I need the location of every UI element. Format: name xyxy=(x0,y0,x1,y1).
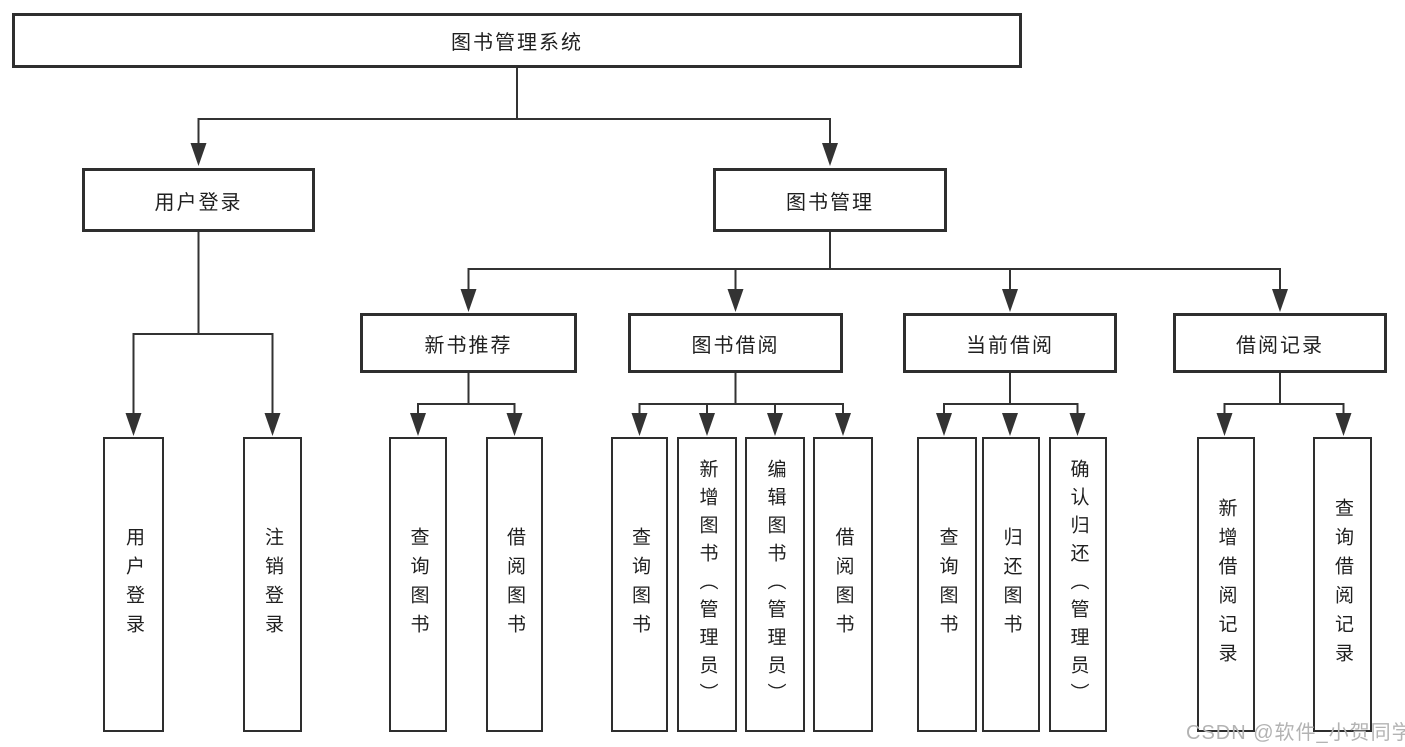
leaf-label: 用户登录 xyxy=(123,526,144,643)
leaf-label: 查询借阅记录 xyxy=(1332,497,1353,672)
leaf-label: 新增借阅记录 xyxy=(1215,497,1237,672)
node-label: 图书管理系统 xyxy=(451,32,583,54)
leaf-label: 借阅图书 xyxy=(504,526,525,643)
watermark: CSDN @软件_小贺同学 xyxy=(1186,722,1405,744)
node-label: 借阅记录 xyxy=(1236,334,1324,357)
leaf-label: 查询图书 xyxy=(407,526,429,643)
leaf-return-books: 归还图书 xyxy=(982,437,1040,732)
node-label: 新书推荐 xyxy=(424,334,513,357)
node-book-management: 图书管理 xyxy=(713,168,947,232)
arrowheads xyxy=(125,143,1352,436)
leaf-label: 确认归还（管理员） xyxy=(1067,458,1089,711)
leaf-label: 归还图书 xyxy=(1000,526,1022,643)
node-label: 用户登录 xyxy=(154,191,243,214)
leaf-logout: 注销登录 xyxy=(243,437,302,732)
node-label: 图书借阅 xyxy=(691,334,780,357)
node-book-borrow: 图书借阅 xyxy=(628,313,843,373)
leaf-user-login: 用户登录 xyxy=(103,437,164,732)
leaf-label: 借阅图书 xyxy=(832,526,854,643)
node-borrow-records: 借阅记录 xyxy=(1173,313,1387,373)
leaf-borrow-books: 借阅图书 xyxy=(813,437,873,732)
leaf-label: 查询图书 xyxy=(629,526,650,643)
leaf-label: 编辑图书（管理员） xyxy=(764,458,786,711)
leaf-query-books-current: 查询图书 xyxy=(917,437,977,732)
leaf-borrow-books-recommend: 借阅图书 xyxy=(486,437,543,732)
leaf-label: 查询图书 xyxy=(936,526,958,643)
leaf-query-books-borrow: 查询图书 xyxy=(611,437,668,732)
leaf-query-books-recommend: 查询图书 xyxy=(389,437,447,732)
leaf-label: 新增图书（管理员） xyxy=(696,458,718,711)
leaf-label: 注销登录 xyxy=(262,526,283,643)
node-current-borrow: 当前借阅 xyxy=(903,313,1117,373)
node-new-book-recommend: 新书推荐 xyxy=(360,313,577,373)
node-library-management-system: 图书管理系统 xyxy=(12,13,1022,68)
leaf-add-books-admin: 新增图书（管理员） xyxy=(677,437,737,732)
node-label: 图书管理 xyxy=(786,191,874,214)
leaf-edit-books-admin: 编辑图书（管理员） xyxy=(745,437,805,732)
leaf-confirm-return-admin: 确认归还（管理员） xyxy=(1049,437,1107,732)
node-label: 当前借阅 xyxy=(966,334,1054,357)
leaf-add-borrow-record: 新增借阅记录 xyxy=(1197,437,1255,732)
leaf-query-borrow-record: 查询借阅记录 xyxy=(1313,437,1372,732)
node-user-login: 用户登录 xyxy=(82,168,315,232)
